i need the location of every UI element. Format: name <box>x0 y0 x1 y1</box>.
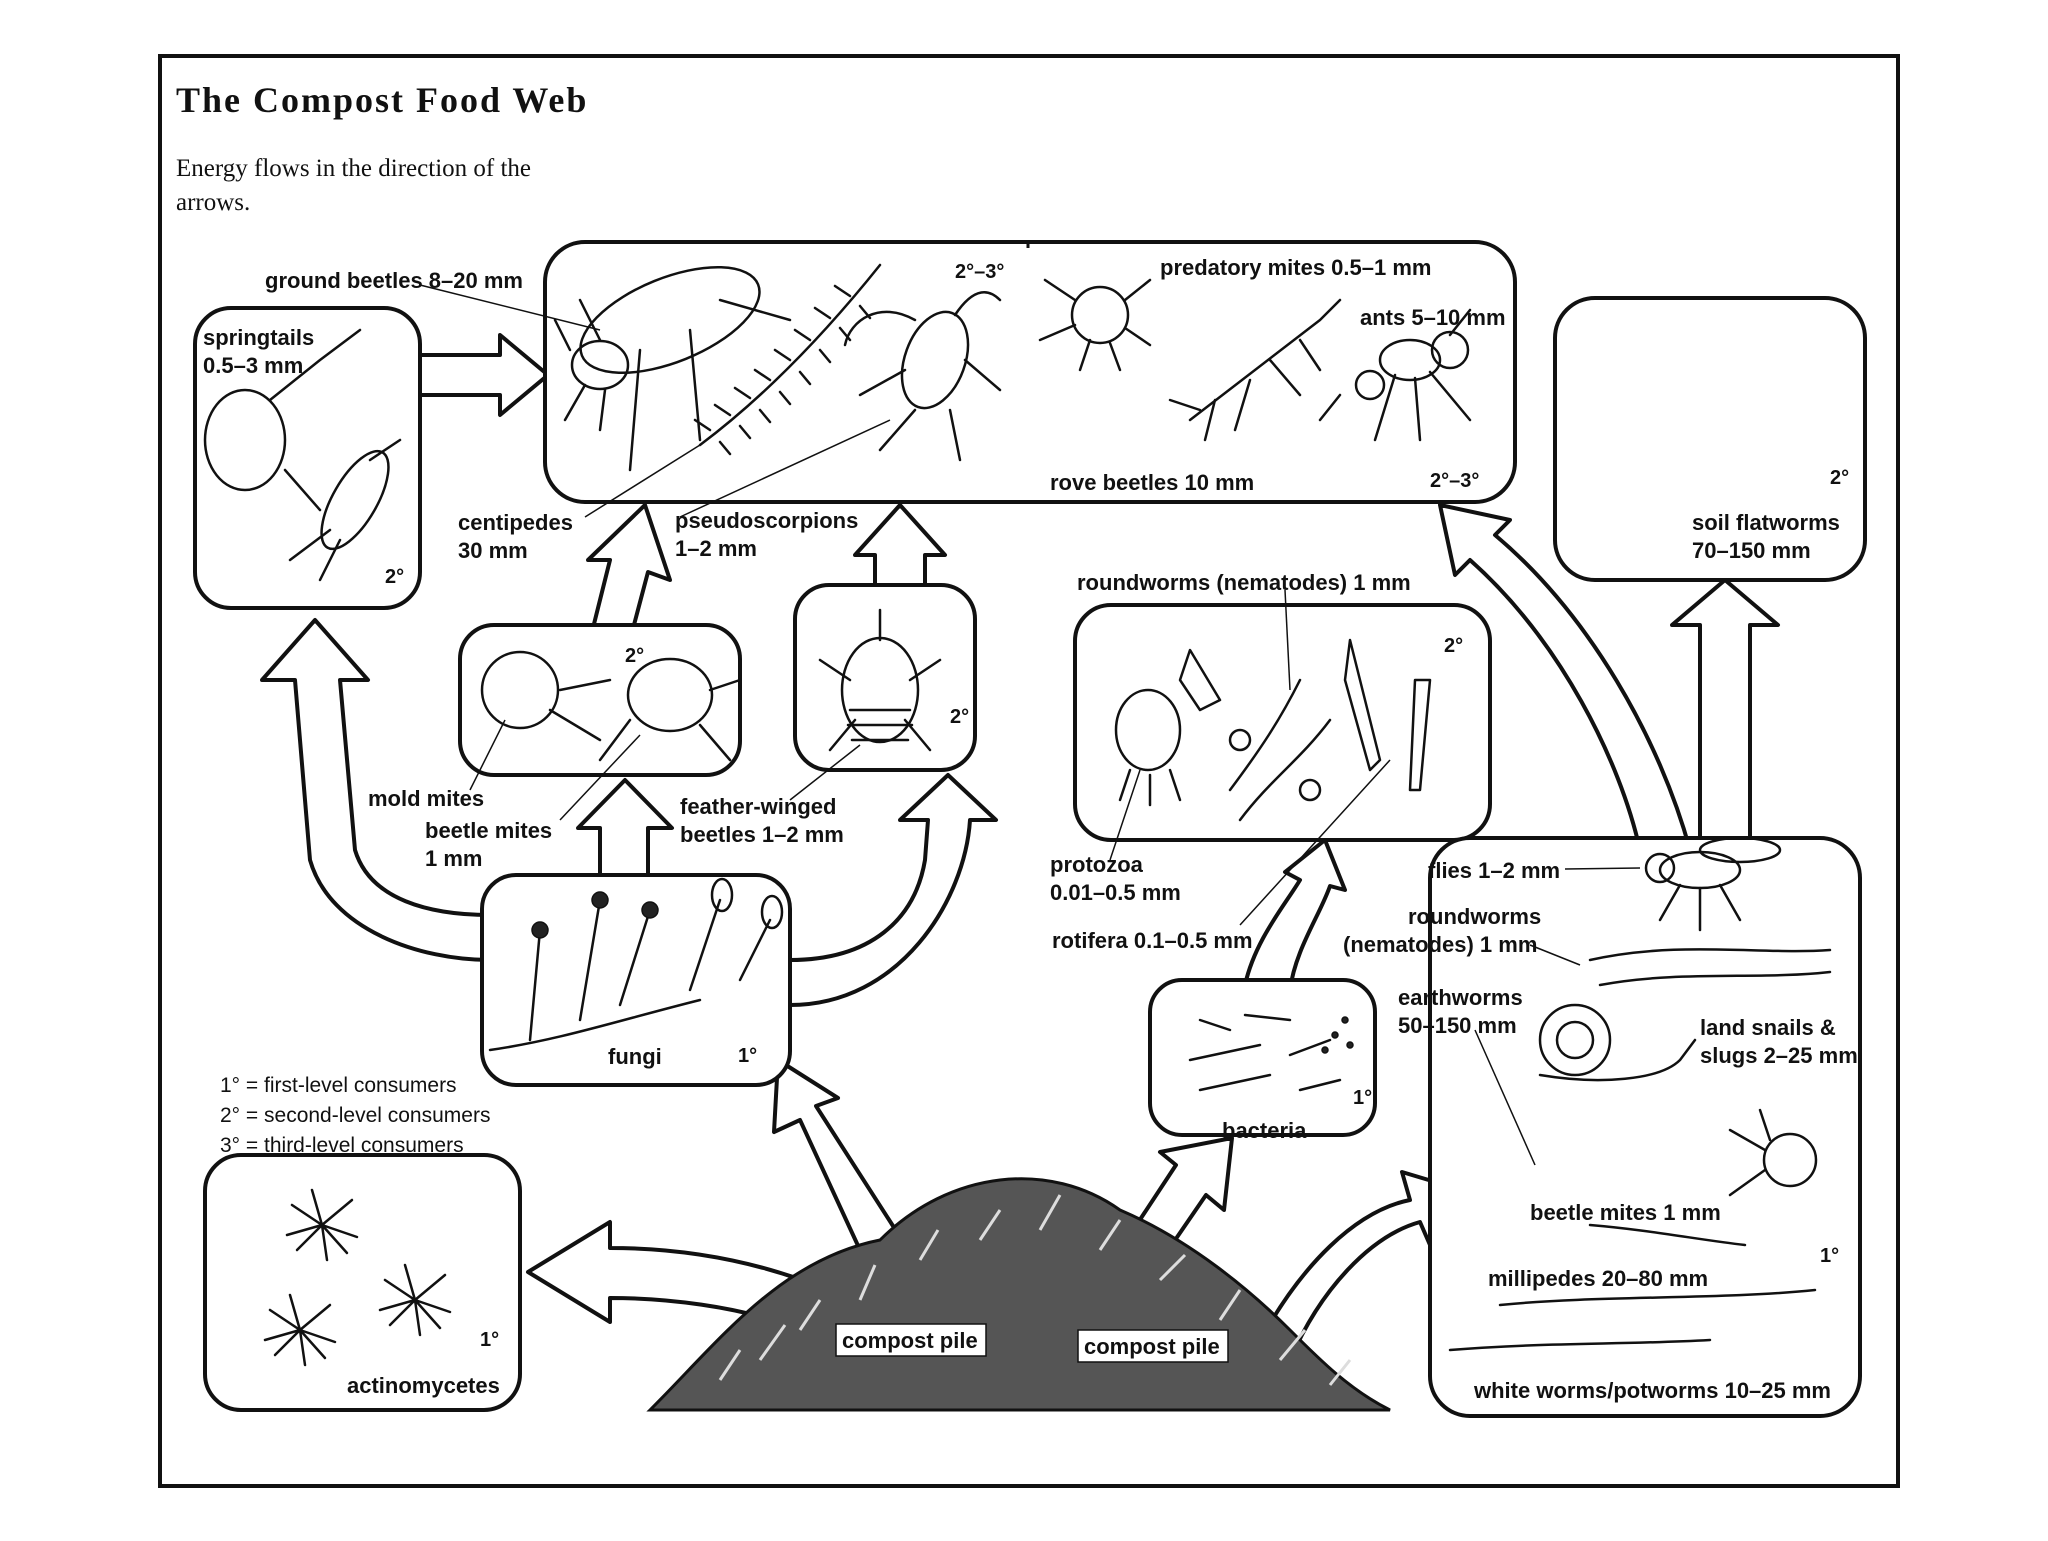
legend-third-level: 3° = third-level consumers <box>220 1134 464 1157</box>
arrow-compost-to-fungi <box>772 1058 904 1252</box>
label-land-snails-2: slugs 2–25 mm <box>1700 1043 1858 1068</box>
label-protozoa-1: protozoa <box>1050 852 1144 877</box>
predators-box <box>543 240 1517 504</box>
label-white-worms: white worms/potworms 10–25 mm <box>1473 1378 1831 1403</box>
label-centipedes-1: centipedes <box>458 510 573 535</box>
level-flatworms: 2° <box>1830 467 1849 489</box>
roundworm-right-illustration <box>1588 947 1832 987</box>
snail-illustration <box>1538 1003 1697 1082</box>
level-mites-box: 2° <box>625 645 644 667</box>
level-top-left-box: 2°–3° <box>955 261 1004 283</box>
label-fungi: fungi <box>608 1044 662 1069</box>
fungi-box <box>480 873 792 1087</box>
actinomycetes-box <box>203 1153 522 1412</box>
label-actinomycetes: actinomycetes <box>347 1373 500 1398</box>
label-centipedes-2: 30 mm <box>458 538 528 563</box>
rove-beetle-illustration <box>1168 298 1342 442</box>
label-beetle-mites-2: 1 mm <box>425 846 482 871</box>
bacteria-box <box>1148 978 1377 1137</box>
diagram-title: The Compost Food Web <box>176 80 588 120</box>
actinomycetes-illustration <box>263 1188 452 1367</box>
fly-illustration <box>1644 836 1782 932</box>
label-pseudoscorpions-2: 1–2 mm <box>675 536 757 561</box>
label-ants: ants 5–10 mm <box>1360 305 1506 330</box>
soil-flatworm-illustration <box>1612 316 1824 544</box>
nematodes-protozoa-illustration <box>1114 638 1432 822</box>
arrow-right-box-to-predators <box>1438 503 1692 852</box>
label-ground-beetles: ground beetles 8–20 mm <box>265 268 523 293</box>
potworm-illustration <box>1448 1288 1817 1352</box>
label-predatory-mites: predatory mites 0.5–1 mm <box>1160 255 1431 280</box>
label-earthworms-1: earthworms <box>1398 985 1523 1010</box>
label-bacteria: bacteria <box>1222 1118 1307 1143</box>
level-actinomycetes: 1° <box>480 1329 499 1351</box>
flatworms-box <box>1553 296 1867 582</box>
earthworm-illustration <box>1509 1077 1856 1186</box>
label-soil-flatworms-1: soil flatworms <box>1692 510 1840 535</box>
label-compost-pile-right: compost pile <box>1084 1334 1220 1359</box>
predatory-mite-illustration <box>1038 278 1152 372</box>
label-roundworms-top: roundworms (nematodes) 1 mm <box>1077 570 1411 595</box>
subtitle-line-2: arrows. <box>176 189 250 216</box>
label-protozoa-2: 0.01–0.5 mm <box>1050 880 1181 905</box>
compost-pile-illustration <box>646 1177 1391 1412</box>
arrow-fungi-to-feather-winged <box>788 773 998 1007</box>
label-rotifera: rotifera 0.1–0.5 mm <box>1052 928 1253 953</box>
leader-lines <box>419 284 1641 1166</box>
label-roundworms-right-2: (nematodes) 1 mm <box>1343 932 1537 957</box>
label-pseudoscorpions-1: pseudoscorpions <box>675 508 858 533</box>
label-mold-mites: mold mites <box>368 786 484 811</box>
arrow-springtails-to-top-box <box>418 333 550 417</box>
level-springtails: 2° <box>385 566 404 588</box>
label-rove-beetles: rove beetles 10 mm <box>1050 470 1254 495</box>
springtails-box <box>193 306 422 610</box>
decomposers-box <box>1428 836 1862 1418</box>
pseudoscorpion-illustration <box>843 291 1002 462</box>
label-compost-pile-left: compost pile <box>842 1328 978 1353</box>
legend-first-level: 1° = first-level consumers <box>220 1074 457 1097</box>
label-feather-winged-1: feather-winged <box>680 794 836 819</box>
label-springtails-1: springtails <box>203 325 314 350</box>
label-flies: flies 1–2 mm <box>1428 858 1560 883</box>
label-millipedes: millipedes 20–80 mm <box>1488 1266 1708 1291</box>
label-beetle-mites-right: beetle mites 1 mm <box>1530 1200 1721 1225</box>
level-nematodes-box: 2° <box>1444 635 1463 657</box>
bacteria-illustration <box>1188 1013 1354 1092</box>
legend-second-level: 2° = second-level consumers <box>220 1104 490 1127</box>
level-fungi: 1° <box>738 1045 757 1067</box>
label-beetle-mites-1: beetle mites <box>425 818 552 843</box>
fungi-illustration <box>488 877 784 1052</box>
subtitle-line-1: Energy flows in the direction of the <box>176 155 531 182</box>
mites-illustration <box>480 650 742 762</box>
level-feather-box: 2° <box>950 706 969 728</box>
feather-winged-box <box>793 583 977 772</box>
ground-beetle-illustration <box>553 265 792 472</box>
beetle-mite-right-illustration <box>1728 1108 1818 1197</box>
label-land-snails-1: land snails & <box>1700 1015 1836 1040</box>
label-feather-winged-2: beetles 1–2 mm <box>680 822 844 847</box>
mites-box <box>458 623 742 777</box>
springtails-illustration <box>203 328 402 582</box>
arrow-fungi-to-springtails <box>260 618 492 962</box>
nematodes-box <box>1073 603 1492 842</box>
ant-illustration <box>1318 308 1472 442</box>
label-earthworms-2: 50–150 mm <box>1398 1013 1517 1038</box>
arrow-right-box-to-flatworms <box>1670 578 1780 852</box>
label-springtails-2: 0.5–3 mm <box>203 353 303 378</box>
level-right-box: 1° <box>1820 1245 1839 1267</box>
millipede-illustration <box>1588 1223 1747 1247</box>
feather-winged-beetle-illustration <box>818 608 942 752</box>
level-bacteria: 1° <box>1353 1087 1372 1109</box>
centipede-illustration <box>693 263 882 456</box>
level-top-right-box: 2°–3° <box>1430 470 1479 492</box>
label-roundworms-right-1: roundworms <box>1408 904 1541 929</box>
label-soil-flatworms-2: 70–150 mm <box>1692 538 1811 563</box>
